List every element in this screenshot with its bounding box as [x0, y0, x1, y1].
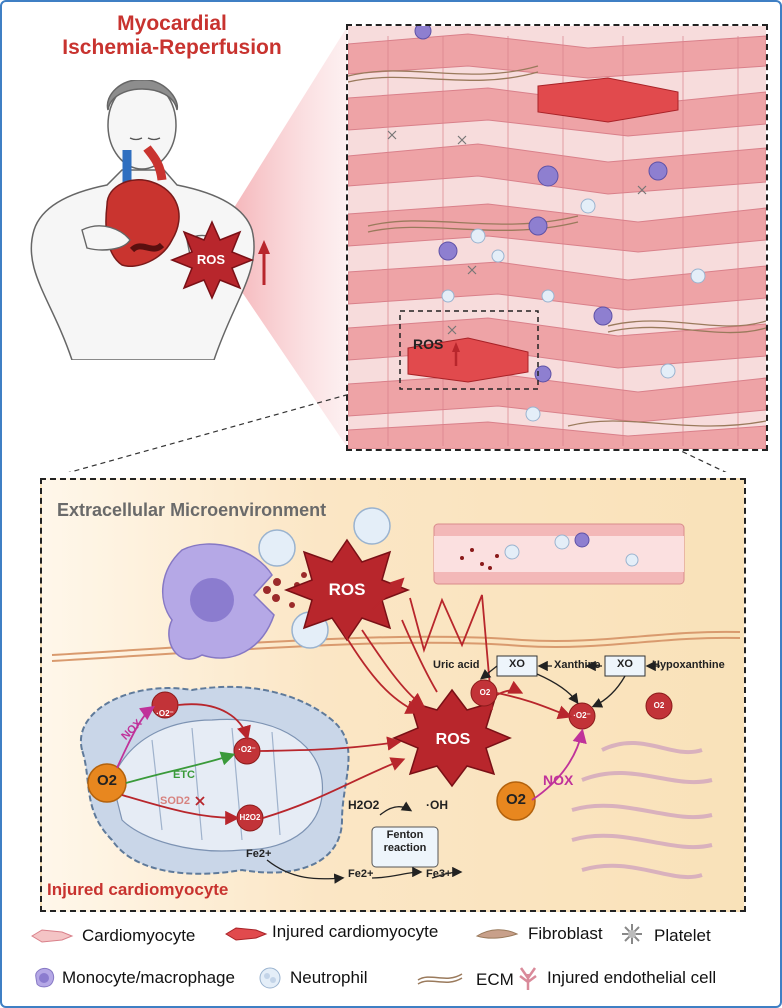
ros-label-center: ROS [435, 731, 471, 748]
fe3-label: Fe3+ [426, 868, 452, 880]
endoplasmic-reticulum [571, 740, 713, 880]
fe2-mito-label: Fe2+ [246, 848, 272, 860]
monocyte-icon [35, 968, 55, 988]
ros-label-inset: ROS [413, 336, 444, 352]
ecm-icon [417, 973, 463, 985]
fenton-label: Fenton reaction [383, 829, 427, 854]
injured-cardiomyocyte-title: Injured cardiomyocyte [47, 880, 229, 899]
legend-label-fibroblast: Fibroblast [528, 924, 603, 943]
legend-label-platelet: Platelet [654, 926, 711, 945]
macrophage-icon [161, 543, 275, 660]
superoxide-label-2: ·O2⁻ [238, 745, 256, 754]
ros-starburst-top [283, 538, 411, 642]
mitochondrion [79, 685, 350, 875]
legend-label-neutrophil: Neutrophil [290, 968, 368, 987]
legend-label-injured-cardiomyocyte: Injured cardiomyocyte [272, 922, 439, 941]
superoxide-label-3: ·O2⁻ [573, 711, 591, 720]
neutrophil-icon [259, 967, 281, 989]
figure-title: Myocardial Ischemia-Reperfusion [62, 12, 282, 59]
tissue-panel [346, 24, 768, 451]
h2o2-circle-label: H2O2 [239, 813, 261, 822]
xo-label-2: XO [617, 658, 633, 670]
o2-small-label-1: O2 [479, 688, 491, 697]
o2-small-label-2: O2 [653, 701, 665, 710]
injured-cardiomyocyte-icon [225, 927, 268, 941]
legend-label-endothelial: Injured endothelial cell [547, 968, 717, 987]
superoxide-label-1: ·O2⁻ [156, 709, 174, 718]
uric-acid-label: Uric acid [433, 659, 480, 671]
legend: Cardiomyocyte Injured cardiomyocyte Fibr… [2, 914, 780, 1006]
ros-starburst-icon [169, 220, 255, 300]
platelet-icon [622, 924, 642, 944]
ros-starburst-center [392, 688, 512, 788]
sod2-label: SOD2 [160, 795, 190, 807]
legend-label-cardiomyocyte: Cardiomyocyte [82, 926, 196, 945]
blood-vessel [433, 523, 685, 585]
legend-label-ecm: ECM [476, 970, 514, 989]
xo-label-1: XO [509, 658, 525, 670]
hydroxyl-label: ·OH [426, 798, 448, 812]
fibroblast-icon [475, 929, 519, 939]
cardiomyocyte-icon [31, 929, 74, 943]
o2-mito-label: O2 [96, 772, 117, 789]
etc-label: ETC [173, 769, 195, 781]
xanthine-label: Xanthine [554, 659, 601, 671]
mechanism-diagram [51, 507, 740, 884]
legend-label-monocyte: Monocyte/macrophage [62, 968, 235, 987]
fenton-box [371, 826, 439, 868]
microenvironment-title: Extracellular Microenvironment [57, 500, 327, 520]
fe2-label: Fe2+ [348, 868, 374, 880]
human-figure [30, 80, 270, 360]
nox-er-label: NOX [543, 772, 574, 788]
ros-label-heart: ROS [196, 252, 226, 267]
hypoxanthine-label: Hypoxanthine [652, 659, 725, 671]
o2-er-label: O2 [505, 791, 526, 808]
tissue-illustration [348, 26, 766, 449]
endothelial-icon [519, 967, 537, 990]
ros-label-top: ROS [328, 580, 366, 599]
h2o2-label: H2O2 [348, 798, 380, 812]
o2-er-circle [496, 781, 536, 821]
